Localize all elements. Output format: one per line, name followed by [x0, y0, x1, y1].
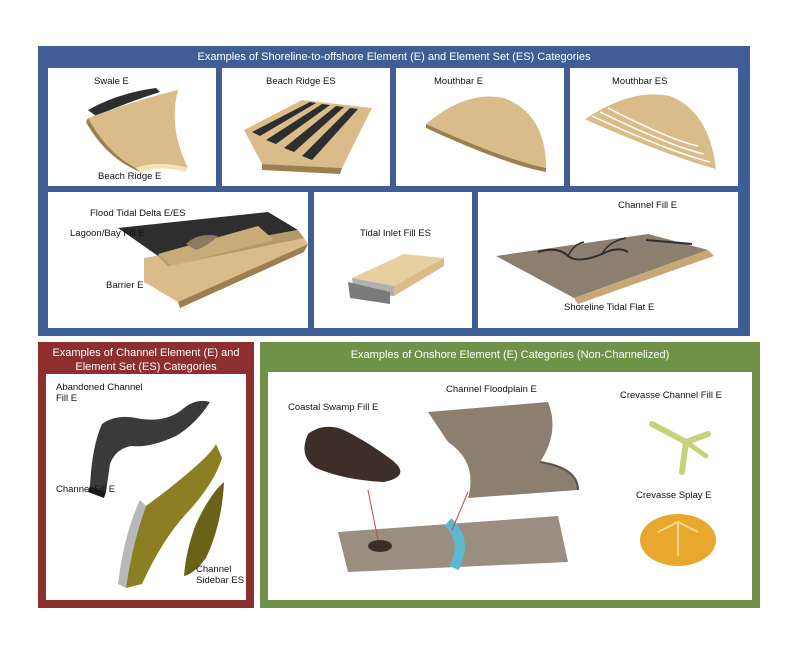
shoreline-panel: Examples of Shoreline-to-offshore Elemen… — [38, 46, 750, 336]
crevasse-splay-label: Crevasse Splay E — [636, 490, 712, 501]
onshore-panel: Examples of Onshore Element (E) Categori… — [260, 342, 760, 608]
beach-ridge-es-card: Beach Ridge ES — [222, 68, 390, 186]
flood-tidal-card: Flood Tidal Delta E/ES Lagoon/Bay Fill E… — [48, 192, 308, 328]
barrier-e-label: Barrier E — [106, 280, 144, 291]
onshore-illustration — [304, 402, 716, 572]
mouthbar-es-label: Mouthbar ES — [612, 76, 668, 87]
lagoon-bay-fill-label: Lagoon/Bay Fill E — [70, 228, 145, 239]
beach-ridge-e-label: Beach Ridge E — [98, 171, 162, 182]
tidal-flat-illustration — [496, 234, 714, 304]
shoreline-panel-title: Examples of Shoreline-to-offshore Elemen… — [197, 51, 591, 63]
swale-beach-ridge-illustration — [86, 88, 188, 172]
channel-floodplain-label: Channel Floodplain E — [446, 384, 537, 395]
onshore-panel-title: Examples of Onshore Element (E) Categori… — [350, 349, 670, 361]
tidal-flat-card: Channel Fill E Shoreline Tidal Flat E — [478, 192, 738, 328]
channel-illustration — [88, 400, 224, 588]
channel-sidebar-label: Channel Sidebar ES — [196, 564, 245, 586]
flood-tidal-illustration — [118, 212, 308, 308]
tidal-inlet-fill-label: Tidal Inlet Fill ES — [360, 228, 431, 239]
abandoned-channel-label: Abandoned Channel Fill E — [56, 382, 143, 404]
mouthbar-e-card: Mouthbar E — [396, 68, 564, 186]
flood-tidal-delta-label: Flood Tidal Delta E/ES — [90, 208, 186, 219]
swale-label: Swale E — [94, 76, 129, 87]
onshore-card: Coastal Swamp Fill E Channel Floodplain … — [268, 372, 752, 600]
channel-panel-title: Examples of Channel Element (E) and Elem… — [52, 347, 240, 373]
shoreline-tidal-flat-label: Shoreline Tidal Flat E — [564, 302, 655, 313]
mouthbar-es-card: Mouthbar ES — [570, 68, 738, 186]
mouthbar-es-illustration — [583, 94, 717, 171]
channel-panel: Examples of Channel Element (E) and Elem… — [38, 342, 254, 608]
crevasse-channel-fill-label: Crevasse Channel Fill E — [620, 390, 722, 401]
channel-card: Abandoned Channel Fill E Channel Fill E … — [46, 374, 246, 600]
beach-ridge-es-label: Beach Ridge ES — [266, 76, 336, 87]
tidal-inlet-illustration — [348, 254, 444, 304]
swale-beach-ridge-card: Swale E Beach Ridge E — [48, 68, 216, 186]
beach-ridge-es-illustration — [244, 100, 372, 174]
mouthbar-e-illustration — [426, 96, 546, 172]
channel-fill-e-label: Channel Fill E — [618, 200, 678, 211]
channel-fill-label: Channel Fill E — [56, 484, 116, 495]
mouthbar-e-label: Mouthbar E — [434, 76, 484, 87]
tidal-inlet-card: Tidal Inlet Fill ES — [314, 192, 472, 328]
coastal-swamp-label: Coastal Swamp Fill E — [288, 402, 379, 413]
